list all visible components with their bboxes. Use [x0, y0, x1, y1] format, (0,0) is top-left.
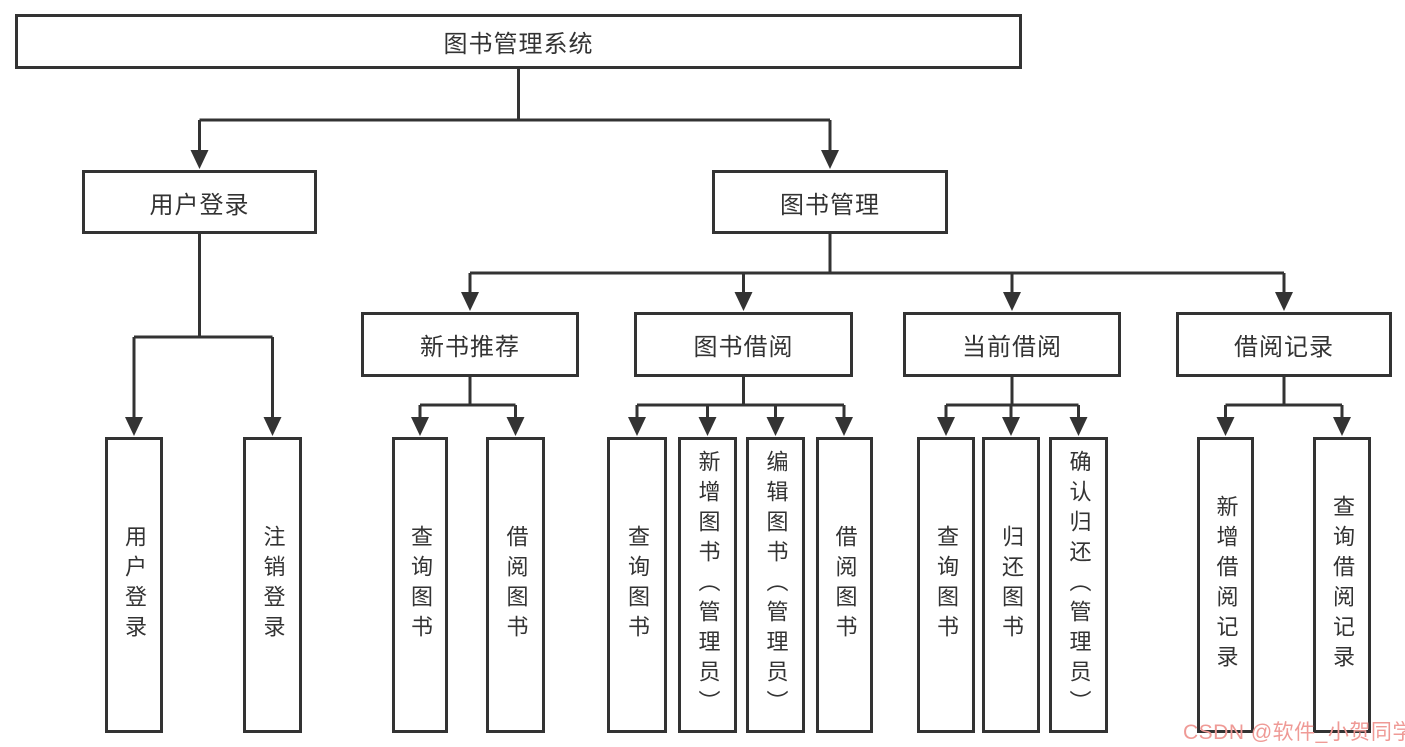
leaf-current-return-books: 归还图书 — [982, 437, 1040, 733]
leaf-rec-borrow-books: 借阅图书 — [486, 437, 545, 733]
leaf-current-confirm-return-admin: 确认归还（管理员） — [1049, 437, 1108, 733]
connector-current-borrowing-children — [937, 377, 1088, 436]
node-library-system: 图书管理系统 — [15, 14, 1022, 69]
leaf-records-add-record: 新增借阅记录 — [1197, 437, 1254, 733]
node-label: 借阅记录 — [1234, 334, 1334, 361]
node-label: 新书推荐 — [420, 334, 520, 361]
leaf-borrow-query-books: 查询图书 — [607, 437, 667, 733]
node-label: 借阅图书 — [503, 525, 529, 645]
node-label: 图书借阅 — [693, 334, 794, 361]
node-book-borrowing: 图书借阅 — [634, 312, 853, 377]
leaf-borrow-edit-books-admin: 编辑图书（管理员） — [746, 437, 805, 733]
connector-user-login-children — [125, 234, 282, 436]
node-label: 查询图书 — [934, 525, 959, 645]
node-label: 当前借阅 — [962, 334, 1062, 361]
node-label: 用户登录 — [122, 525, 147, 645]
connector-root-to-level1 — [190, 69, 839, 169]
node-label: 查询借阅记录 — [1330, 495, 1355, 675]
node-label: 图书管理 — [780, 191, 880, 219]
node-borrowing-records: 借阅记录 — [1176, 312, 1392, 377]
node-label: 归还图书 — [999, 525, 1024, 645]
node-user-login: 用户登录 — [82, 170, 317, 234]
leaf-borrow-add-books-admin: 新增图书（管理员） — [678, 437, 737, 733]
node-label: 编辑图书（管理员） — [763, 450, 789, 720]
watermark: CSDN @软件_小贺同学 — [1183, 721, 1405, 744]
leaf-logout: 注销登录 — [243, 437, 302, 733]
node-label: 确认归还（管理员） — [1066, 450, 1092, 720]
connector-book-borrowing-children — [628, 377, 853, 436]
leaf-records-query-record: 查询借阅记录 — [1313, 437, 1371, 733]
node-label: 查询图书 — [408, 525, 433, 645]
connector-book-management-children — [461, 234, 1293, 311]
node-label: 借阅图书 — [832, 525, 858, 645]
node-label: 新增借阅记录 — [1213, 495, 1239, 675]
node-label: 用户登录 — [149, 191, 250, 219]
connector-new-book-recommend-children — [411, 377, 525, 436]
node-label: 查询图书 — [625, 525, 650, 645]
node-label: 图书管理系统 — [443, 31, 594, 58]
node-book-management: 图书管理 — [712, 170, 948, 234]
connector-borrowing-records-children — [1216, 377, 1351, 436]
node-new-book-recommendation: 新书推荐 — [361, 312, 579, 377]
leaf-current-query-books: 查询图书 — [917, 437, 975, 733]
node-current-borrowing: 当前借阅 — [903, 312, 1121, 377]
leaf-user-login: 用户登录 — [105, 437, 163, 733]
leaf-rec-query-books: 查询图书 — [392, 437, 448, 733]
leaf-borrow-borrow-books: 借阅图书 — [816, 437, 873, 733]
node-label: 注销登录 — [260, 525, 286, 645]
node-label: 新增图书（管理员） — [695, 450, 721, 720]
